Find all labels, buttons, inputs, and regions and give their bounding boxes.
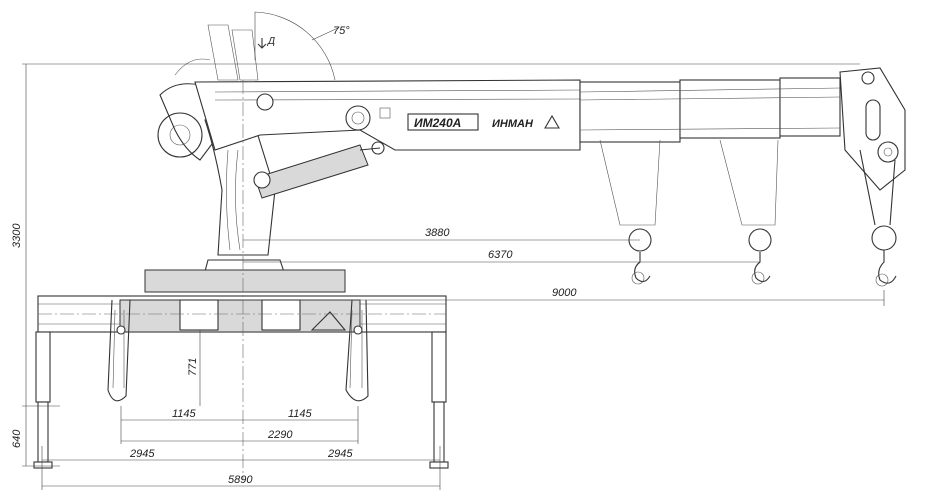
outrigger-leg-left-outer <box>33 331 53 469</box>
hook-position-1 <box>599 139 661 285</box>
dim-half-inner-right: 1145 <box>288 408 313 420</box>
telescopic-boom <box>579 77 841 143</box>
dimension-reach-1: 3880 <box>243 227 640 241</box>
dimension-reach-2: 6370 <box>243 249 760 263</box>
view-marker: Д <box>267 36 275 47</box>
dimension-outer-halves: 2945 2945 <box>41 446 441 490</box>
dimension-inner-total: 2290 <box>121 429 358 442</box>
dim-reach-3: 9000 <box>552 287 577 299</box>
outrigger-leg-right-outer <box>429 331 449 469</box>
stabilizer-cylinder-right <box>345 299 369 402</box>
boom-raised-ghost <box>174 24 259 81</box>
dim-half-outer-right: 2945 <box>327 448 353 460</box>
hook-position-2 <box>719 139 779 285</box>
dim-half-inner-left: 1145 <box>172 408 197 420</box>
dimension-height-total: 3300 <box>11 63 860 467</box>
dim-outrigger-height: 640 <box>11 429 23 448</box>
luffing-cylinder <box>253 141 385 199</box>
brand-label: ИНМАН <box>492 118 534 130</box>
dimension-cylinder-height: 771 <box>187 330 201 406</box>
model-label: ИМ240А <box>414 116 461 130</box>
dim-reach-1: 3880 <box>425 227 450 239</box>
dim-reach-2: 6370 <box>488 249 513 261</box>
stabilizer-cylinder-left <box>107 299 131 402</box>
dim-height-total: 3300 <box>11 223 23 248</box>
hook-position-3 <box>859 149 897 287</box>
outrigger-beam <box>37 295 447 333</box>
boom-head <box>839 67 906 191</box>
crane-column <box>144 109 346 293</box>
dim-cylinder-height: 771 <box>187 358 199 376</box>
dim-outer-total: 5890 <box>228 474 253 486</box>
dimension-outer-total: 5890 <box>42 474 440 487</box>
slewing-mechanism <box>157 83 216 161</box>
dimension-inner-halves: 1145 1145 <box>120 406 359 444</box>
angle-label: 75° <box>333 25 350 37</box>
dimension-outrigger-height: 640 <box>11 405 60 448</box>
dim-half-outer-left: 2945 <box>129 448 155 460</box>
dim-inner-total: 2290 <box>267 429 293 441</box>
luffing-angle-indicator: 75° Д <box>254 11 350 81</box>
dimension-reach-3: 9000 <box>243 287 885 306</box>
